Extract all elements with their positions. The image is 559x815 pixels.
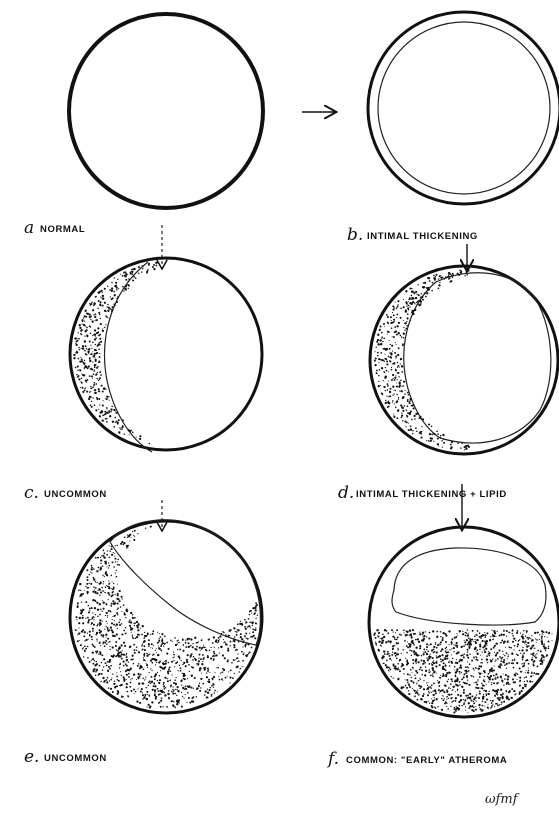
caption-e: e. UNCOMMON	[24, 747, 107, 767]
vessel-intimal-thickening	[368, 12, 559, 204]
caption-c-letter: c.	[24, 483, 39, 503]
caption-f-letter: f.	[326, 749, 339, 769]
caption-a: a NORMAL	[24, 218, 85, 238]
caption-d: d. INTIMAL THICKENING + LIPID	[338, 483, 507, 503]
caption-a-letter: a	[24, 218, 34, 238]
caption-c-text: UNCOMMON	[44, 489, 107, 500]
caption-b-text: INTIMAL THICKENING	[367, 231, 478, 242]
caption-d-letter: d.	[338, 483, 354, 503]
caption-c: c. UNCOMMON	[24, 483, 107, 503]
caption-e-text: UNCOMMON	[44, 753, 107, 764]
artist-signature: ωfmf	[485, 792, 520, 807]
vessel-uncommon-c	[70, 258, 262, 452]
vessel-normal	[69, 14, 263, 208]
caption-b-letter: b.	[347, 225, 363, 245]
vessel-thickening-lipid	[370, 266, 558, 454]
caption-d-text: INTIMAL THICKENING + LIPID	[356, 489, 507, 500]
caption-a-text: NORMAL	[40, 224, 85, 235]
caption-f-text: COMMON: "EARLY" ATHEROMA	[346, 755, 507, 766]
caption-e-letter: e.	[24, 747, 39, 767]
caption-f: f. COMMON: "EARLY" ATHEROMA	[326, 749, 507, 769]
caption-b: b. INTIMAL THICKENING	[347, 225, 478, 245]
vessel-uncommon-e	[70, 520, 262, 713]
vessel-early-atheroma	[369, 527, 559, 717]
